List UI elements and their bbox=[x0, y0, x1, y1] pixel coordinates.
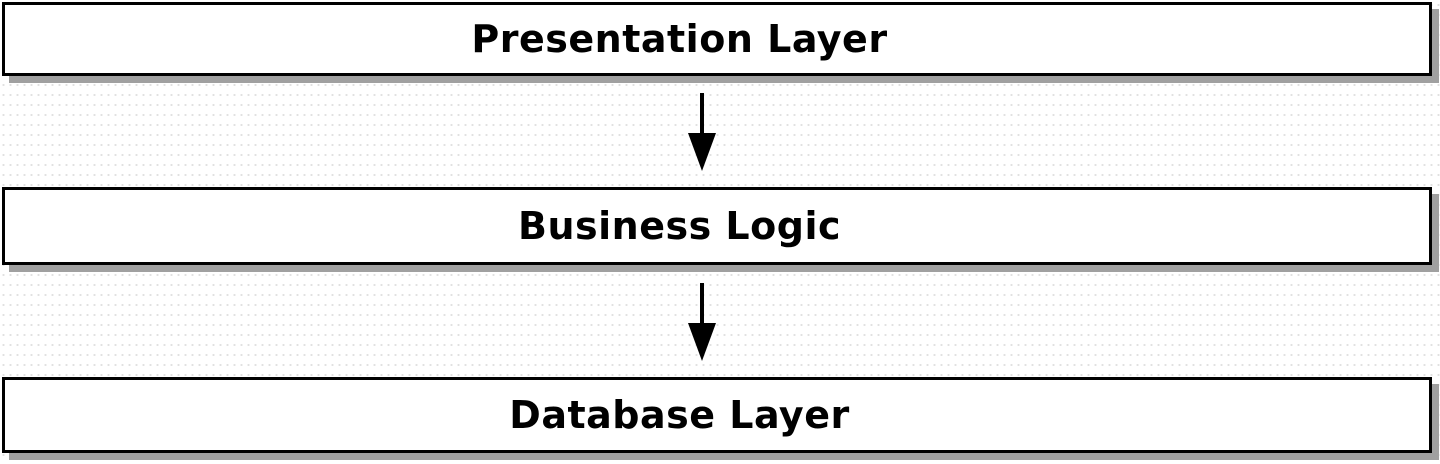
layer-label-database: Database Layer bbox=[509, 393, 850, 437]
down-arrow-icon bbox=[688, 93, 716, 171]
layer-label-presentation: Presentation Layer bbox=[471, 17, 888, 61]
down-arrow-icon bbox=[688, 283, 716, 361]
layer-label-business-logic: Business Logic bbox=[517, 204, 842, 248]
layer-box-presentation: Presentation Layer bbox=[2, 2, 1432, 76]
layer-box-database: Database Layer bbox=[2, 377, 1432, 453]
layer-box-business-logic: Business Logic bbox=[2, 187, 1432, 265]
